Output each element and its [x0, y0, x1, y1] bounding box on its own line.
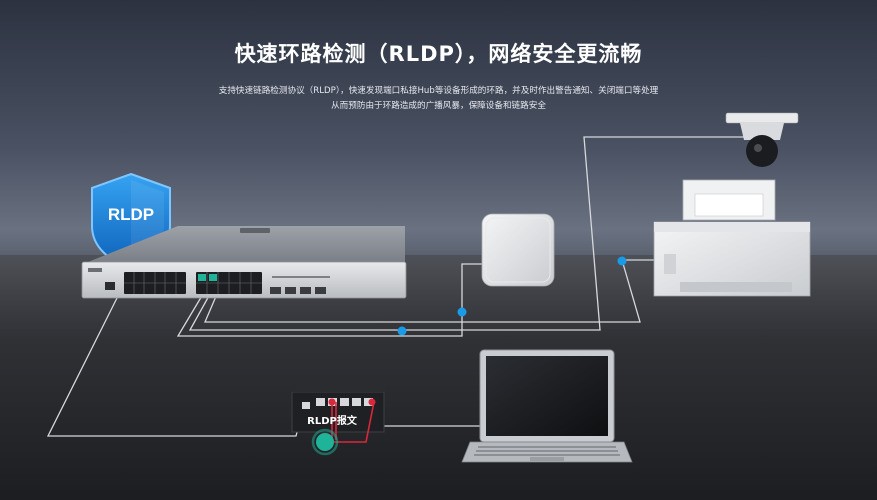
network-cables: [46, 136, 758, 437]
loop-port-marker-right: [368, 398, 376, 406]
link-dot-center: [397, 326, 407, 336]
printer-device: [653, 179, 811, 297]
switch-sfp-ports: [270, 287, 326, 294]
dome-camera-device: [725, 112, 799, 167]
subtitle-line-1: 支持快速链路检测协议（RLDP），快速发现端口私接Hub等设备形成的环路，并及时…: [218, 86, 659, 96]
cable-switch-to-access-point: [176, 263, 497, 337]
loop-path: [331, 401, 375, 443]
laptop-device: [461, 349, 633, 463]
loop-port-marker-left: [328, 398, 336, 406]
access-point-device: [481, 213, 555, 287]
subtitle-line-2: 从而预防由于环路造成的广播风暴，保障设备和链路安全: [331, 101, 546, 111]
cable-switch-to-camera: [188, 136, 758, 331]
rldp-badge-label: RLDP: [107, 205, 155, 224]
link-dot-printer: [617, 256, 627, 266]
rldp-message-label: RLDP报文: [307, 416, 357, 427]
cable-switch-to-hub-left: [46, 295, 304, 437]
rldp-packet-icon: [311, 428, 339, 456]
link-dot-access-point: [457, 307, 467, 317]
core-switch-device: [81, 226, 407, 299]
page-title: 快速环路检测（RLDP），网络安全更流畅: [234, 42, 643, 66]
cable-switch-to-printer: [204, 259, 658, 323]
